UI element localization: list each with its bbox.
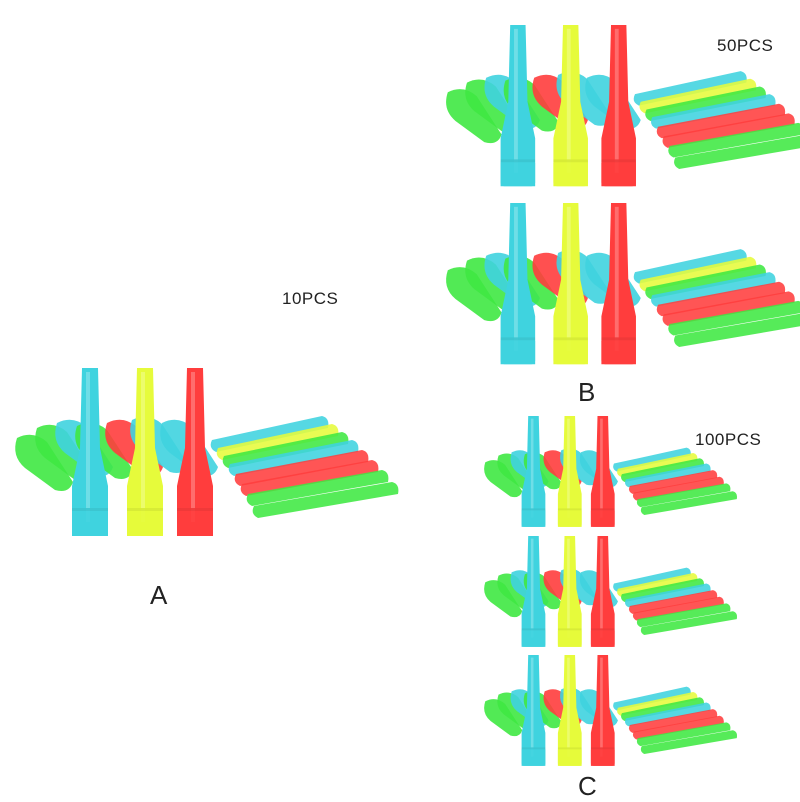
mouthpiece-tip-icon (645, 264, 766, 299)
mouthpiece-tip-icon (216, 424, 339, 460)
mouthpiece-tip-icon (662, 113, 795, 148)
mouthpiece-tip-icon (484, 460, 523, 498)
mouthpiece-tip-icon (234, 450, 369, 486)
mouthpiece-tip-icon (636, 483, 731, 508)
standing-mouthpiece-tip-icon (500, 25, 536, 187)
mouthpiece-tip-icon (639, 256, 757, 292)
option-a-quantity: 10PCS (282, 289, 339, 308)
standing-mouthpiece-tip-icon (177, 368, 213, 536)
mouthpiece-tip-icon (674, 313, 800, 348)
standing-mouthpiece-tip-icon (590, 655, 615, 766)
mouthpiece-tip-icon (628, 590, 718, 614)
mouthpiece-tip-icon (15, 434, 73, 491)
mouthpiece-tip-icon (252, 482, 399, 518)
standing-mouthpiece-tip-icon (500, 203, 536, 365)
mouthpiece-tip-icon (484, 580, 523, 618)
mouthpiece-tip-icon (640, 491, 738, 515)
mouthpiece-tip-icon (446, 89, 502, 144)
mouthpiece-tip-icon (636, 603, 731, 628)
mouthpiece-tip-icon (645, 86, 766, 121)
mouthpiece-tip-icon (625, 702, 711, 727)
mouthpiece-tip-icon (613, 567, 691, 592)
mouthpiece-tip-icon (613, 686, 691, 711)
standing-mouthpiece-tip-icon (553, 203, 588, 365)
mouthpiece-tip-icon (446, 267, 502, 322)
option-c-letter: C (578, 771, 597, 801)
mouthpiece-tip-icon (632, 715, 724, 740)
mouthpiece-tip-icon (617, 572, 698, 597)
mouthpiece-tip-icon (651, 94, 776, 129)
mouthpiece-tip-icon (210, 416, 329, 452)
standing-mouthpiece-tip-icon (590, 536, 615, 647)
mouthpiece-tip-icon (636, 722, 731, 747)
mouthpiece-tip-icon (628, 470, 718, 494)
mouthpiece-tip-icon (625, 583, 711, 608)
standing-mouthpiece-tip-icon (553, 25, 588, 187)
mouthpiece-tip-icon (621, 697, 705, 721)
standing-mouthpiece-tip-icon (601, 25, 636, 187)
mouthpiece-tip-icon (633, 249, 747, 284)
mouthpiece-tip-icon (668, 300, 800, 336)
mouthpiece-tip-icon (656, 281, 786, 317)
mouthpiece-tip-icon (651, 272, 776, 307)
option-a-letter: A (150, 580, 168, 610)
mouthpiece-tip-icon (640, 611, 738, 635)
mouthpiece-tip-icon (632, 476, 724, 501)
mouthpiece-tip-icon (222, 432, 349, 468)
mouthpiece-tip-icon (674, 135, 800, 170)
standing-mouthpiece-tip-icon (521, 536, 546, 647)
option-b-letter: B (578, 377, 596, 407)
mouthpiece-tip-icon (228, 440, 359, 476)
mouthpiece-tip-icon (246, 470, 389, 506)
mouthpiece-tip-icon (484, 699, 523, 737)
mouthpiece-tip-icon (632, 596, 724, 621)
standing-mouthpiece-tip-icon (601, 203, 636, 365)
mouthpiece-tip-icon (662, 291, 795, 326)
mouthpiece-tip-icon (628, 709, 718, 733)
option-c-product-image-3 (484, 655, 738, 766)
mouthpiece-tip-icon (633, 71, 747, 106)
option-c-product-image-2 (484, 536, 738, 647)
option-c-quantity: 100PCS (695, 430, 762, 449)
mouthpiece-tip-icon (613, 447, 691, 472)
mouthpiece-tip-icon (621, 458, 705, 482)
standing-mouthpiece-tip-icon (521, 655, 546, 766)
option-a-product-image (15, 368, 399, 536)
standing-mouthpiece-tip-icon (72, 368, 108, 536)
option-c-product-image-1 (484, 416, 738, 527)
option-b-product-image-2 (446, 203, 800, 365)
standing-mouthpiece-tip-icon (557, 536, 582, 647)
mouthpiece-tip-icon (240, 460, 379, 496)
standing-mouthpiece-tip-icon (590, 416, 615, 527)
mouthpiece-tip-icon (621, 578, 705, 602)
option-b-quantity: 50PCS (717, 36, 774, 55)
mouthpiece-tip-icon (617, 452, 698, 477)
standing-mouthpiece-tip-icon (521, 416, 546, 527)
standing-mouthpiece-tip-icon (557, 416, 582, 527)
mouthpiece-tip-icon (640, 730, 738, 754)
mouthpiece-tip-icon (617, 691, 698, 716)
standing-mouthpiece-tip-icon (557, 655, 582, 766)
option-b-product-image-1 (446, 25, 800, 187)
mouthpiece-tip-icon (668, 122, 800, 158)
standing-mouthpiece-tip-icon (127, 368, 163, 536)
mouthpiece-tip-icon (625, 463, 711, 488)
mouthpiece-tip-icon (639, 78, 757, 114)
mouthpiece-tip-icon (656, 103, 786, 139)
